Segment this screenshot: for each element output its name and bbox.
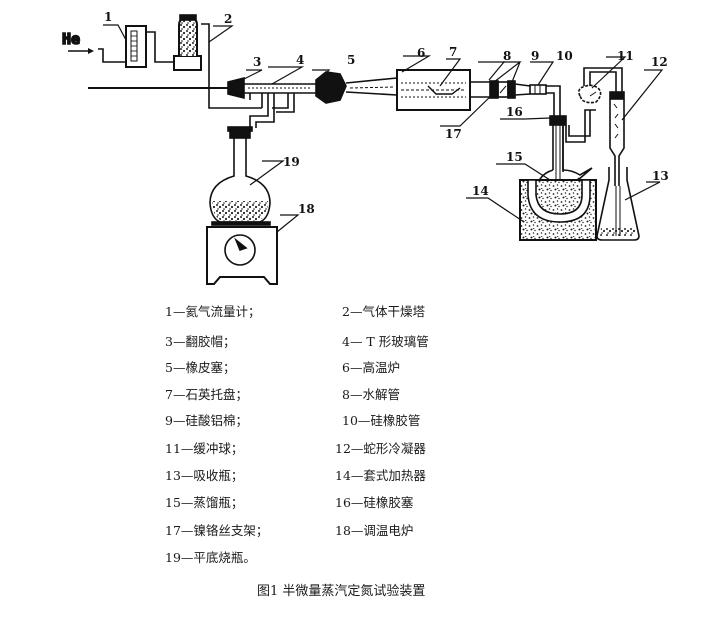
t-glass-tube (244, 83, 316, 128)
part-label: 3 (253, 55, 261, 69)
silicone-tube (529, 84, 547, 95)
legend-item: 10—硅橡胶管 (342, 413, 421, 428)
flat-bottom-flask (209, 126, 271, 223)
drying-tower (173, 14, 202, 71)
dryer-to-tee-tube (201, 23, 262, 109)
part-label: 13 (652, 169, 669, 183)
apparatus-diagram: He (61, 10, 669, 285)
legend-item: 15—蒸馏瓶； (165, 495, 244, 510)
legend-item: 16—硅橡胶塞 (335, 495, 414, 510)
part-label: 1 (104, 10, 112, 24)
part-label: 18 (298, 202, 315, 216)
inlet-tube (98, 48, 126, 63)
part-label: 5 (347, 53, 355, 67)
legend-item: 1—氦气流量计； (165, 304, 261, 319)
inlet-arrow-icon (68, 48, 94, 54)
legend-item: 9—硅酸铝棉； (165, 413, 248, 428)
wool-plug (507, 80, 516, 99)
part-label: 14 (472, 184, 489, 198)
part-label: 11 (617, 49, 634, 63)
legend-item: 6—高温炉 (342, 360, 400, 375)
part-label: 9 (531, 49, 539, 63)
part-label: 7 (449, 45, 457, 59)
legend-item: 19—平底烧瓶。 (165, 550, 256, 565)
quartz-boat (427, 85, 461, 95)
legend-item: 17—镍铬丝支架； (165, 523, 269, 538)
part-label: 19 (283, 155, 300, 169)
legend-item: 8—水解管 (342, 387, 400, 402)
mantle-heater (519, 179, 597, 241)
part-label: 15 (506, 150, 523, 164)
rubber-stopper (315, 71, 347, 104)
legend-item: 3—翻胶帽； (165, 334, 236, 349)
helium-label: He (62, 30, 80, 48)
legend-item: 4— T 形玻璃管 (342, 334, 429, 349)
part-label: 17 (445, 127, 462, 141)
septum-cap (227, 76, 245, 100)
legend-item: 14—套式加热器 (335, 468, 426, 483)
electric-heater (206, 221, 278, 285)
serpentine-condenser (609, 91, 625, 186)
part-label: 6 (417, 46, 425, 60)
legend-item: 12—蛇形冷凝器 (335, 441, 426, 456)
silicone-stopper (549, 115, 567, 126)
buffer-bulb (578, 67, 623, 104)
part-label: 12 (651, 55, 668, 69)
part-label: 8 (503, 49, 511, 63)
part-label: 10 (556, 49, 573, 63)
legend-item: 2—气体干燥塔 (342, 304, 425, 319)
absorption-flask (596, 167, 640, 241)
figure-caption: 图1 半微量蒸汽定氮试验装置 (257, 584, 426, 599)
part-label: 2 (224, 12, 232, 26)
legend-item: 13—吸收瓶； (165, 468, 244, 483)
legend-item: 18—调温电炉 (335, 523, 414, 538)
legend-item: 7—石英托盘； (165, 387, 248, 402)
part-label: 16 (506, 105, 523, 119)
legend-item: 11—缓冲球； (165, 441, 244, 456)
flowmeter (125, 25, 147, 68)
high-temp-furnace (396, 69, 471, 111)
meter-to-dryer-tube (146, 31, 174, 63)
legend-item: 5—橡皮塞； (165, 360, 236, 375)
part-label: 4 (296, 53, 304, 67)
